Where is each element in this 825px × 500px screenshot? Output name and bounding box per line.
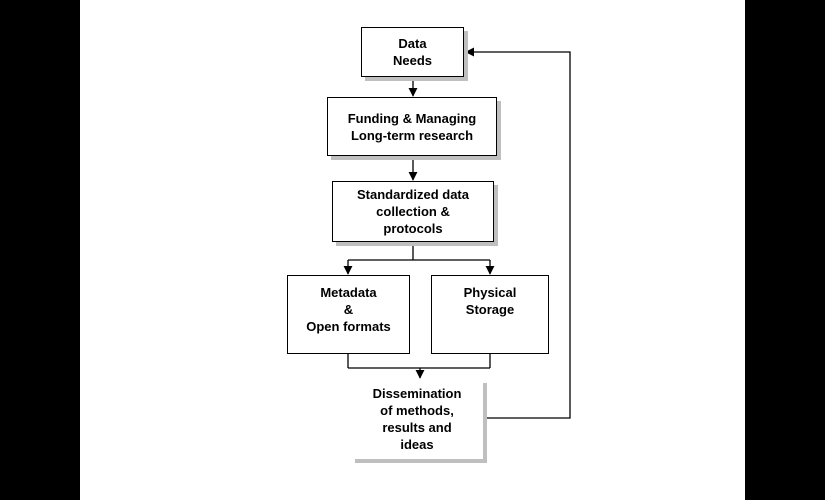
node-standardized-line-1: Standardized data: [357, 187, 469, 202]
edge-merge-to-dissemination: [347, 353, 491, 379]
node-standardized-line-3: protocols: [383, 221, 443, 236]
node-physical-storage: Physical Storage: [431, 275, 549, 354]
node-dissemination-line-4: ideas: [400, 437, 434, 452]
edge-feedback-to-data-needs: [465, 47, 571, 419]
node-funding-line-1: Funding & Managing: [347, 110, 477, 126]
node-data-needs-line-2: Needs: [392, 53, 433, 68]
node-dissemination: Dissemination of methods, results and id…: [351, 379, 483, 459]
node-metadata-line-1: Metadata: [320, 285, 377, 300]
node-funding: Funding & Managing Long-term research: [327, 97, 497, 156]
node-metadata-line-2: &: [343, 302, 354, 317]
node-dissemination-line-3: results and: [382, 420, 452, 435]
node-standardized: Standardized data collection & protocols: [332, 181, 494, 242]
edge-standardized-split: [343, 241, 495, 275]
node-funding-line-2: Long-term research: [350, 127, 474, 143]
node-physical-line-2: Storage: [465, 302, 515, 317]
node-metadata-line-3: Open formats: [306, 319, 391, 334]
node-physical-line-1: Physical: [463, 285, 517, 300]
node-standardized-line-2: collection &: [376, 204, 450, 219]
node-metadata: Metadata & Open formats: [287, 275, 410, 354]
node-data-needs-line-1: Data: [398, 36, 427, 51]
node-dissemination-line-1: Dissemination: [372, 386, 462, 401]
node-dissemination-line-2: of methods,: [380, 403, 454, 418]
node-data-needs: Data Needs: [361, 27, 464, 77]
